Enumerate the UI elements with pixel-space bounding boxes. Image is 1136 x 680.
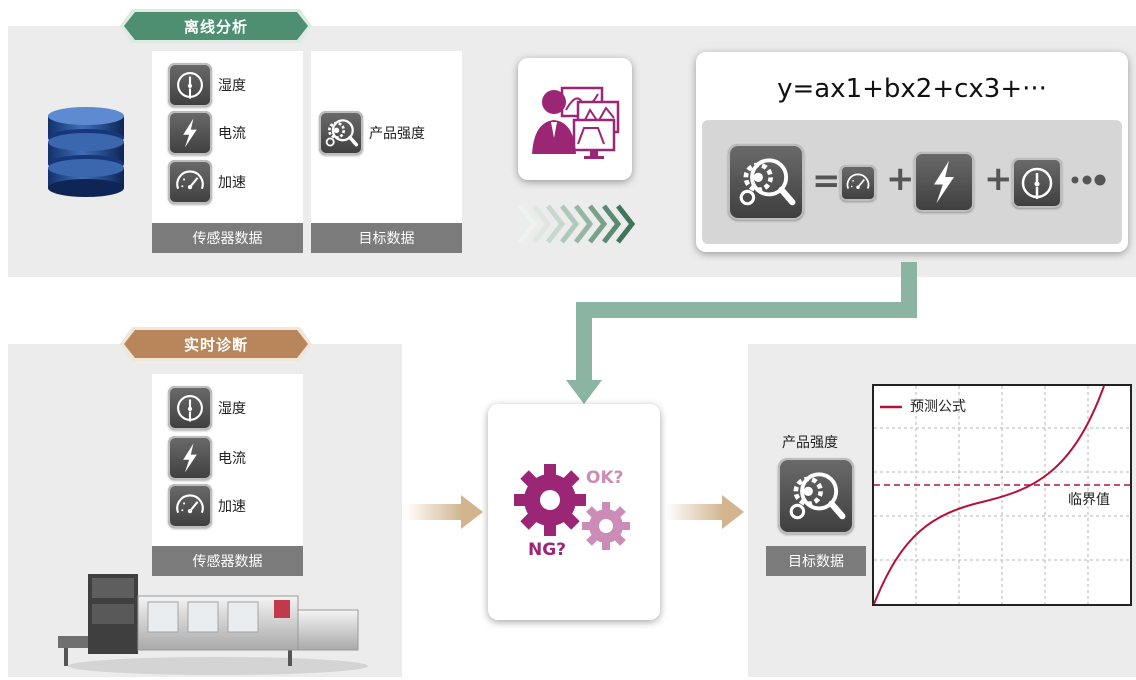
gear-magnifier-icon: [319, 111, 363, 155]
equals-sign: =: [812, 161, 841, 201]
gauge-icon: [168, 386, 212, 430]
target-strength: 产品强度: [319, 111, 425, 155]
database-icon: [44, 104, 128, 200]
offline-target-box: 产品强度 目标数据: [311, 51, 462, 253]
speedometer-icon: [840, 165, 876, 201]
realtime-title: 实时诊断: [183, 335, 248, 354]
lightning-icon: [168, 111, 212, 155]
speedometer-icon: [168, 160, 212, 204]
ng-text: NG?: [528, 540, 567, 560]
gear-magnifier-icon: [728, 144, 804, 220]
chart-legend: 预测公式: [910, 399, 966, 415]
gear-magnifier-icon: [778, 458, 854, 534]
formula-visual: = + +: [702, 120, 1122, 244]
plus-sign: +: [984, 159, 1013, 199]
production-machine: [48, 566, 368, 676]
plus-sign: +: [886, 159, 915, 199]
sensor-humidity: 湿度: [168, 386, 246, 430]
result-target-label: 目标数据: [766, 546, 866, 576]
diagnosis-card: OK? NG?: [488, 404, 660, 620]
realtime-sensor-box: 湿度 电流 加速 传感器数据: [152, 374, 303, 576]
gauge-icon: [168, 63, 212, 107]
realtime-sensor-label: 传感器数据: [152, 546, 303, 576]
analyst-card: [518, 58, 632, 180]
flow-arrow-right-2: [666, 495, 746, 529]
flow-arrow-down: [550, 262, 930, 406]
ellipsis: [1070, 170, 1110, 194]
ok-text: OK?: [586, 468, 624, 488]
sensor-acceleration: 加速: [168, 484, 246, 528]
sensor-humidity: 湿度: [168, 63, 246, 107]
progress-chevrons: [516, 202, 636, 246]
lightning-icon: [914, 152, 974, 212]
gears-icon: [514, 464, 630, 550]
speedometer-icon: [168, 484, 212, 528]
analyst-icon: [532, 86, 620, 159]
offline-sensor-label: 传感器数据: [152, 223, 303, 253]
offline-title: 离线分析: [183, 17, 248, 36]
sensor-current: 电流: [168, 436, 246, 480]
formula-text: y=ax1+bx2+cx3+···: [777, 74, 1047, 104]
flow-arrow-right-1: [405, 495, 485, 529]
offline-sensor-box: 湿度 电流 加速 传感器数据: [152, 51, 303, 253]
sensor-acceleration: 加速: [168, 160, 246, 204]
result-target-title: 产品强度: [782, 435, 838, 451]
offline-title-tag: 离线分析: [120, 9, 312, 43]
sensor-current: 电流: [168, 111, 246, 155]
formula-card: y=ax1+bx2+cx3+··· = + +: [696, 52, 1128, 252]
lightning-icon: [168, 436, 212, 480]
prediction-chart: 预测公式 临界值: [872, 384, 1132, 606]
offline-target-label: 目标数据: [311, 223, 462, 253]
realtime-title-tag: 实时诊断: [120, 327, 312, 361]
gauge-icon: [1012, 158, 1062, 208]
threshold-label: 临界值: [1068, 492, 1110, 508]
